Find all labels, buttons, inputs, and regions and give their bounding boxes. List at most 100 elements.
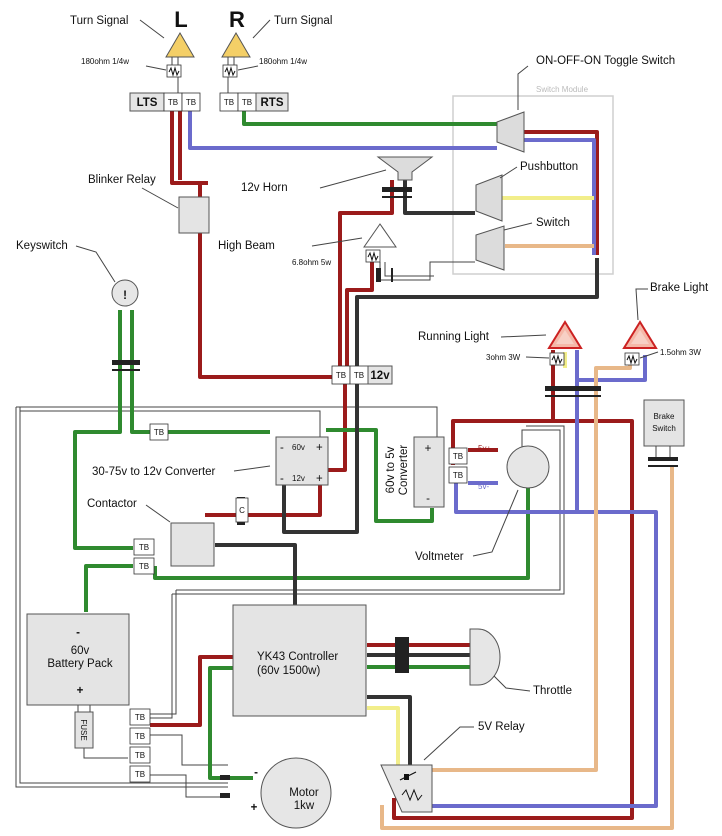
tb-label: TB — [135, 713, 145, 722]
controller-label-2: (60v 1500w) — [257, 665, 320, 677]
turn-signal-left-label: Turn Signal — [70, 15, 128, 27]
motor-plus: + — [251, 802, 258, 814]
tb-label: TB — [224, 98, 234, 107]
tb-contactor-2 — [133, 557, 155, 575]
motor-label-2: 1kw — [294, 800, 315, 812]
rts-label: RTS — [261, 97, 284, 109]
tb-battery-1 — [129, 708, 151, 726]
blinker-relay — [178, 196, 210, 234]
battery-label-2: Battery Pack — [47, 658, 112, 670]
converter-plus-bottom: + — [316, 473, 323, 485]
turn-signal-left — [165, 32, 195, 58]
converter-60v-label: 60v — [292, 443, 305, 452]
horn-label: 12v Horn — [241, 182, 288, 194]
switch-module-label: Switch Module — [536, 85, 589, 94]
tb-label: TB — [453, 471, 463, 480]
converter-5v — [413, 436, 445, 508]
running-resistor-label: 3ohm 3W — [486, 353, 521, 362]
blue-wires — [188, 110, 658, 808]
v5-plus-label: 5v+ — [478, 444, 491, 453]
turn-signal-right-label: Turn Signal — [274, 15, 332, 27]
tb-12v-label: 12v — [370, 370, 390, 382]
brake-light — [622, 320, 658, 349]
resistor-right — [222, 64, 238, 78]
battery-plus: + — [77, 685, 84, 697]
brake-light-label: Brake Light — [650, 282, 709, 294]
resistor-left — [166, 64, 182, 78]
throttle-label: Throttle — [533, 685, 572, 697]
tb-label: TB — [336, 371, 346, 380]
relay-5v-label: 5V Relay — [478, 721, 525, 733]
tb-label: TB — [139, 562, 149, 571]
yellow-wires — [367, 196, 594, 770]
battery-pack — [26, 613, 130, 706]
tb-12v-strip — [331, 365, 393, 385]
controller — [232, 604, 367, 717]
brake-switch-label-2: Switch — [652, 424, 676, 433]
horn — [376, 156, 434, 181]
voltmeter — [506, 445, 550, 489]
brake-switch — [643, 399, 685, 447]
pushbutton — [475, 174, 503, 222]
toggle-switch-label: ON-OFF-ON Toggle Switch — [536, 55, 675, 67]
motor — [260, 757, 332, 829]
resistor-right-label: 180ohm 1/4w — [259, 57, 307, 66]
brake-resistor-label: 1.5ohm 3W — [660, 348, 701, 357]
contactor-c-label: C — [239, 506, 245, 515]
converter5-plus: + — [425, 443, 432, 455]
resistor-left-label: 180ohm 1/4w — [81, 57, 129, 66]
converter5-label-1: 60v to 5v — [385, 446, 397, 493]
high-beam-label: High Beam — [218, 240, 275, 252]
converter-12v-caption: 30-75v to 12v Converter — [92, 466, 216, 478]
toggle-switch — [496, 111, 525, 153]
lts-terminal-strip — [129, 92, 289, 112]
converter-12v-label: 12v — [292, 474, 305, 483]
relay-5v — [380, 764, 433, 813]
v5-minus-label: 5v- — [478, 482, 489, 491]
black-wires — [215, 180, 599, 768]
converter5-label-2: Converter — [398, 445, 410, 496]
turn-signal-right — [221, 32, 251, 58]
running-light-label: Running Light — [418, 331, 490, 343]
voltmeter-label: Voltmeter — [415, 551, 464, 563]
tb-label: TB — [453, 452, 463, 461]
brake-resistor — [624, 352, 640, 366]
tb-5v-plus — [448, 447, 468, 465]
controller-label-1: YK43 Controller — [257, 651, 338, 663]
lts-label: LTS — [137, 97, 158, 109]
tb-label: TB — [135, 751, 145, 760]
throttle — [469, 628, 501, 686]
tb-battery-4 — [129, 765, 151, 783]
fuse — [74, 711, 94, 749]
left-letter: L — [174, 7, 187, 32]
contactor — [170, 522, 215, 567]
running-light — [547, 320, 583, 349]
converter5-minus: - — [426, 493, 430, 505]
tb-label: TB — [354, 371, 364, 380]
motor-minus: - — [254, 767, 258, 779]
pushbutton-label: Pushbutton — [520, 161, 578, 173]
battery-minus: - — [76, 627, 80, 639]
running-resistor — [549, 352, 565, 366]
green-wires — [73, 110, 530, 780]
tb-label: TB — [135, 732, 145, 741]
switch-module-outline — [452, 95, 614, 275]
keyswitch-label: Keyswitch — [16, 240, 68, 252]
converter-12v — [275, 436, 329, 486]
tb-contactor-1 — [133, 538, 155, 556]
tb-battery-2 — [129, 727, 151, 745]
tb-label: TB — [168, 98, 178, 107]
converter-plus-top: + — [316, 442, 323, 454]
motor-label-1: Motor — [289, 787, 319, 799]
right-letter: R — [229, 7, 245, 32]
keyswitch — [111, 279, 139, 307]
tb-label: TB — [139, 543, 149, 552]
tb-label: TB — [154, 428, 164, 437]
switch-label: Switch — [536, 217, 570, 229]
keyswitch-symbol: ! — [123, 290, 127, 302]
tb-label: TB — [186, 98, 196, 107]
tb-label: TB — [242, 98, 252, 107]
tb-keyswitch — [149, 423, 169, 441]
brake-switch-label-1: Brake — [654, 412, 675, 421]
